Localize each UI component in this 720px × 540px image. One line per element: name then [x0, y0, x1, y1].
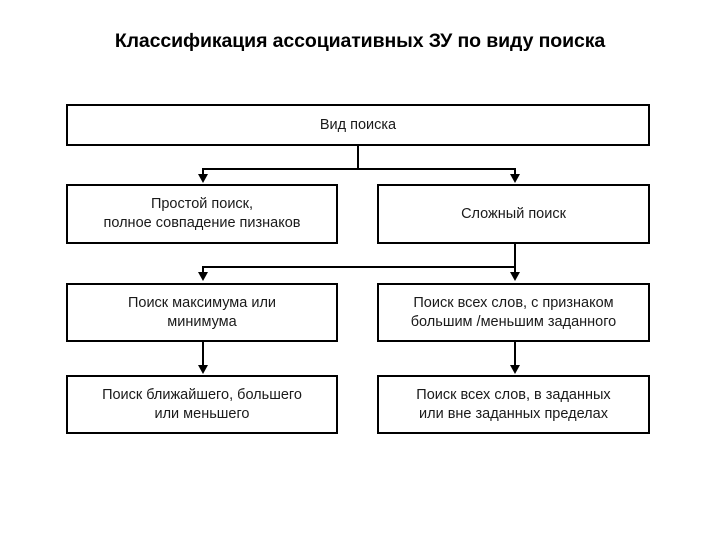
connector-minmax-to-nearest — [202, 342, 204, 367]
arrowhead-threshold-to-range — [510, 365, 520, 374]
connector-root-to-complex — [514, 168, 516, 176]
flowchart-node-range-search-label: Поиск всех слов, в заданных или вне зада… — [416, 386, 611, 422]
flowchart-node-simple-search-label: Простой поиск, полное совпадение пизнако… — [103, 196, 301, 231]
flowchart-node-range-search[interactable]: Поиск всех слов, в заданных или вне зада… — [377, 375, 650, 434]
arrowhead-minmax-to-nearest — [198, 365, 208, 374]
connector-root-to-simple — [202, 168, 204, 176]
flowchart-node-root-label: Вид поиска — [319, 116, 397, 133]
connector-complex-to-minmax — [202, 266, 204, 274]
connector-threshold-to-range — [514, 342, 516, 367]
flowchart-node-nearest-search[interactable]: Поиск ближайшего, большего или меньшего — [66, 375, 338, 434]
flowchart-node-nearest-search-label: Поиск ближайшего, большего или меньшего — [102, 386, 302, 422]
connector-level2-split-bar — [202, 266, 516, 268]
arrowhead-root-to-simple — [198, 174, 208, 183]
connector-root-split-bar — [202, 168, 516, 170]
flowchart-node-root[interactable]: Вид поиска — [66, 104, 650, 146]
flowchart-node-threshold-search-label: Поиск всех слов, с признаком большим /ме… — [410, 294, 617, 330]
flowchart-node-complex-search[interactable]: Сложный поиск — [377, 184, 650, 244]
connector-complex-to-greater — [514, 266, 516, 274]
flowchart-node-minmax-search[interactable]: Поиск максимума или минимума — [66, 283, 338, 342]
arrowhead-root-to-complex — [510, 174, 520, 183]
page-title: Классификация ассоциативных ЗУ по виду п… — [114, 30, 606, 52]
flowchart-node-threshold-search[interactable]: Поиск всех слов, с признаком большим /ме… — [377, 283, 650, 342]
arrowhead-complex-to-minmax — [198, 272, 208, 281]
flowchart-node-simple-search[interactable]: Простой поиск, полное совпадение пизнако… — [66, 184, 338, 244]
flowchart-node-complex-search-label: Сложный поиск — [461, 205, 566, 222]
arrowhead-complex-to-greater — [510, 272, 520, 281]
connector-root-stem — [357, 146, 359, 170]
flowchart-node-minmax-search-label: Поиск максимума или минимума — [127, 294, 277, 330]
connector-complex-stem — [514, 244, 516, 268]
